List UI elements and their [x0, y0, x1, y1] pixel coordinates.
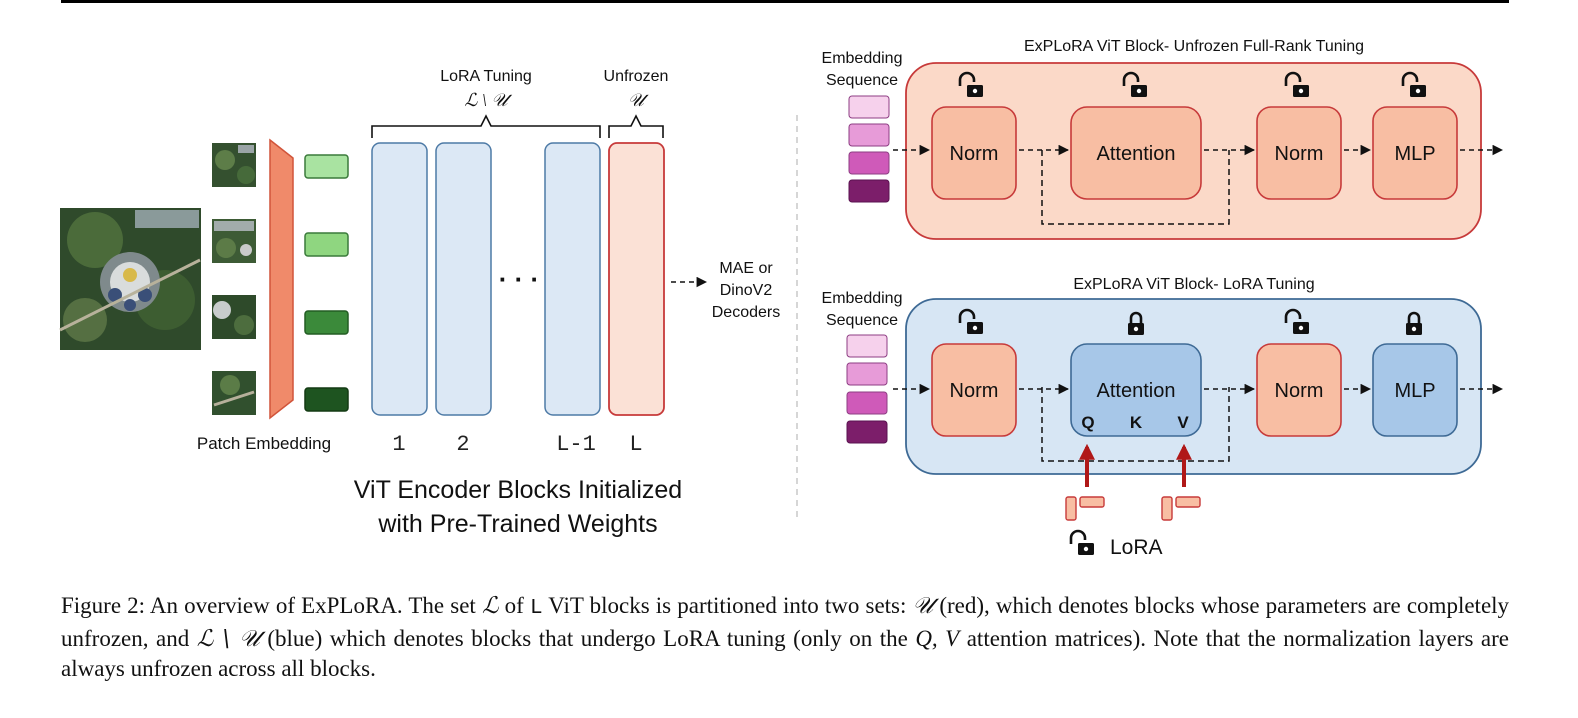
- patch-image: [212, 371, 256, 415]
- caption-text: Figure 2: An overview of ExPLoRA. The se…: [61, 593, 476, 618]
- top-mlp-module: [1372, 106, 1458, 200]
- input-image: [59, 208, 201, 350]
- caption-mono: L: [529, 597, 543, 620]
- top-block-title: ExPLoRA ViT Block- Unfrozen Full-Rank Tu…: [1024, 38, 1364, 55]
- token-embedding: [304, 154, 349, 179]
- decoder-label-line: Decoders: [712, 304, 780, 321]
- top-norm-module: [931, 106, 1017, 200]
- top-rule: [61, 0, 1509, 3]
- top-embedding-label: Sequence: [826, 72, 898, 89]
- bottom-module-label: Norm: [1275, 380, 1324, 402]
- lora-adapter: [1065, 496, 1105, 521]
- bottom-block-title: ExPLoRA ViT Block- LoRA Tuning: [1073, 276, 1314, 293]
- token-embedding: [304, 310, 349, 335]
- caption-text: attention matrices). Note that the norma…: [61, 626, 1509, 681]
- qkv-label: V: [1177, 413, 1189, 432]
- lora-group-label: LoRA Tuning: [440, 68, 532, 85]
- patch-image: [212, 295, 256, 339]
- top-attention-module: [1070, 106, 1202, 200]
- qkv-label: K: [1130, 413, 1143, 432]
- top-embedding-token: [848, 95, 890, 119]
- bottom-norm-module: [931, 343, 1017, 437]
- unfrozen-group-label: Unfrozen: [604, 68, 669, 85]
- caption-math: ℒ: [481, 593, 499, 619]
- block-index: L-1: [556, 432, 596, 457]
- bottom-attention-module: [1070, 343, 1202, 437]
- caption-text: of: [504, 593, 524, 618]
- patch-image: [212, 143, 256, 187]
- bottom-embedding-label: Sequence: [826, 312, 898, 329]
- ellipsis: · · ·: [499, 264, 539, 294]
- caption-math: Q, V: [915, 626, 960, 651]
- top-module-label: Attention: [1097, 143, 1176, 165]
- top-module-label: MLP: [1394, 143, 1435, 165]
- bottom-module-label: Norm: [950, 380, 999, 402]
- top-module-label: Norm: [950, 143, 999, 165]
- caption-math: ℒ \ 𝒰: [196, 626, 260, 652]
- top-embedding-token: [848, 151, 890, 175]
- encoder-title: with Pre-Trained Weights: [377, 510, 657, 538]
- lora-group-math: ℒ \ 𝒰: [464, 90, 512, 110]
- encoder-block-lora: [371, 142, 428, 416]
- unfrozen-group-math: 𝒰: [628, 90, 649, 110]
- bottom-embedding-token: [846, 334, 888, 358]
- figure-diagram: Patch Embedding LoRA Tuning ℒ \ 𝒰 Unfroz…: [59, 38, 1504, 559]
- lora-group-brace: [371, 114, 601, 138]
- bottom-module-label: MLP: [1394, 380, 1435, 402]
- unfrozen-group-brace: [608, 114, 664, 138]
- bottom-module-label: Attention: [1097, 380, 1176, 402]
- patch-image: [212, 219, 256, 263]
- figure-caption: Figure 2: An overview of ExPLoRA. The se…: [61, 591, 1509, 684]
- encoder-title: ViT Encoder Blocks Initialized: [354, 476, 682, 504]
- patch-embedding-label: Patch Embedding: [197, 434, 331, 453]
- top-embedding-token: [848, 123, 890, 147]
- top-module-label: Norm: [1275, 143, 1324, 165]
- decoder-label-line: DinoV2: [720, 282, 773, 299]
- token-embedding: [304, 387, 349, 412]
- encoder-block-lora: [544, 142, 601, 416]
- caption-math: 𝒰: [912, 593, 934, 619]
- bottom-embedding-label: Embedding: [822, 290, 903, 307]
- top-norm-module: [1256, 106, 1342, 200]
- block-index: 2: [456, 432, 469, 457]
- decoder-label-line: MAE or: [719, 260, 773, 277]
- block-index: 1: [392, 432, 405, 457]
- bottom-norm-module: [1256, 343, 1342, 437]
- encoder-block-lora: [435, 142, 492, 416]
- top-embedding-token: [848, 179, 890, 203]
- encoder-block-unfrozen: [608, 142, 665, 416]
- token-embedding: [304, 232, 349, 257]
- bottom-embedding-token: [846, 420, 888, 444]
- block-index: L: [629, 432, 642, 457]
- patch-embedding-layer: [269, 138, 294, 420]
- caption-text: (blue) which denotes blocks that undergo…: [267, 626, 908, 651]
- lora-label: LoRA: [1110, 536, 1163, 559]
- caption-text: ViT blocks is partitioned into two sets:: [548, 593, 907, 618]
- bottom-embedding-token: [846, 391, 888, 415]
- top-embedding-label: Embedding: [822, 50, 903, 67]
- bottom-mlp-module: [1372, 343, 1458, 437]
- caption-text: (red), which denotes blocks whose parame…: [61, 593, 1510, 651]
- lora-adapter: [1161, 496, 1201, 521]
- bottom-embedding-token: [846, 362, 888, 386]
- qkv-label: Q: [1081, 413, 1094, 432]
- unlocked-icon: [1069, 529, 1096, 557]
